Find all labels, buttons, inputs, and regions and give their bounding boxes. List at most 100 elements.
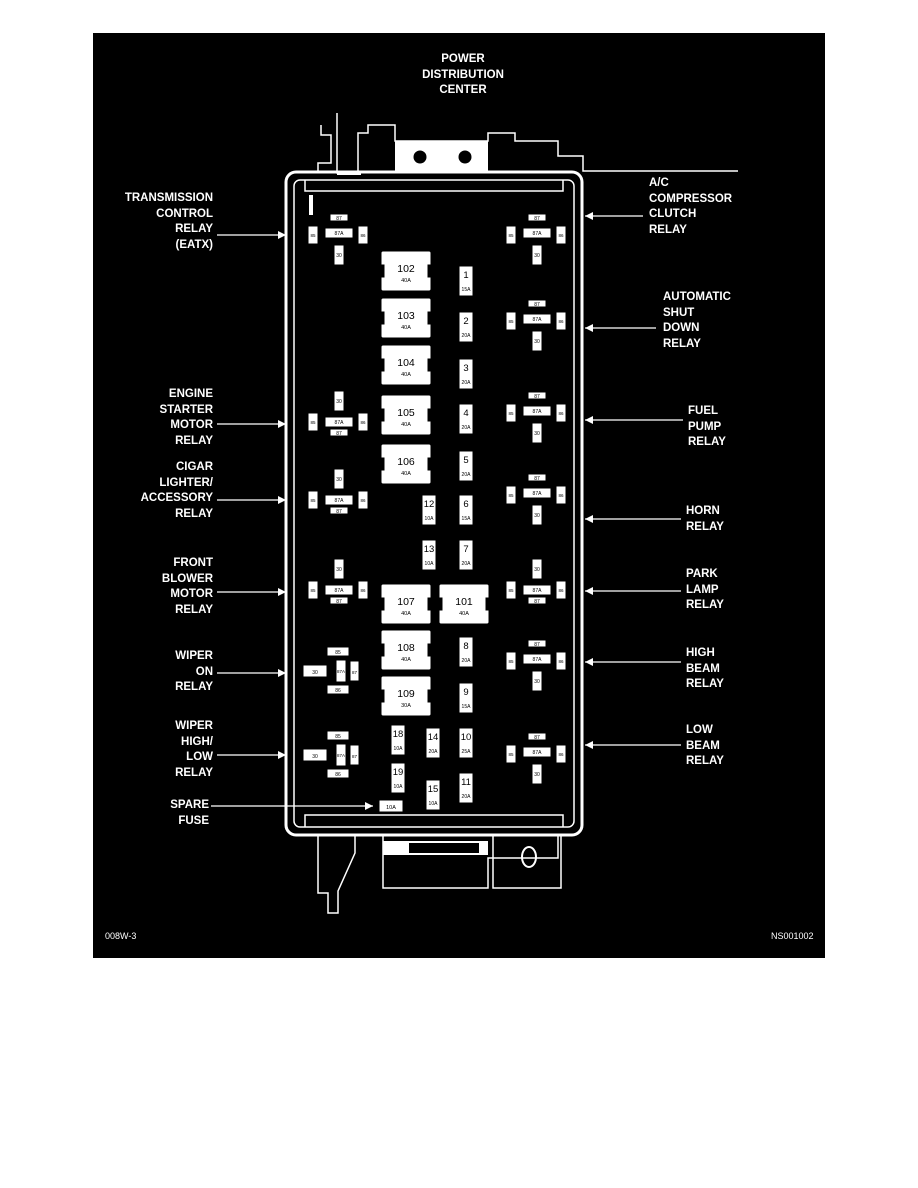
relay-high-beam-pin-86	[555, 651, 567, 671]
housing-inner	[293, 179, 575, 828]
maxi-fuses: 10240A10340A10440A10540A10640A10740A1014…	[380, 250, 490, 717]
relay-wiper-high-low-pin-30	[302, 748, 328, 762]
mini-fuse-3-number: 3	[463, 363, 468, 374]
relay-transmission-control-pin-85-label: 85	[310, 233, 316, 238]
relay-high-beam-pin-87-label: 87	[534, 642, 540, 648]
relay-park-lamp-pin-87a-label: 87A	[533, 588, 543, 594]
label-wiper-on-relay: WIPER ON RELAY	[175, 650, 213, 693]
housing-top-rim	[304, 180, 564, 192]
relay-park-lamp-pin-30-label: 30	[534, 567, 540, 573]
relay-cigar-lighter-pin-85-label: 85	[310, 498, 316, 503]
bottom-plug	[492, 835, 562, 889]
relay-fuel-pump-pin-87	[527, 391, 547, 400]
relay-wiper-high-low-pin-86-label: 86	[335, 772, 341, 778]
relay-fuel-pump-pin-87a	[522, 405, 552, 417]
figure-code-left: 008W-3	[105, 931, 137, 941]
maxi-fuse-109-body	[380, 675, 432, 717]
relay-low-beam-pin-86	[555, 744, 567, 764]
relay-low-beam-pin-87-label: 87	[534, 735, 540, 741]
mini-fuse-2-rating: 20A	[462, 333, 472, 339]
mini-fuse-14-body	[425, 727, 441, 759]
relay-ac-compressor-clutch-pin-87	[527, 213, 547, 222]
mini-fuse-7-body	[458, 539, 474, 571]
arrow-high-beam-head	[585, 658, 593, 666]
relay-front-blower-motor-pin-85	[307, 580, 319, 600]
mini-fuse-1-rating: 15A	[462, 287, 472, 293]
mini-fuse-18-number: 18	[393, 729, 404, 740]
relay-front-blower-motor-pin-85-label: 85	[310, 588, 316, 593]
maxi-fuse-107-number: 107	[397, 596, 415, 608]
relay-automatic-shut-down-pin-87a-label: 87A	[533, 317, 543, 323]
mini-fuse-9-rating: 15A	[462, 704, 472, 710]
relay-park-lamp-pin-86	[555, 580, 567, 600]
relay-high-beam-pin-87a-label: 87A	[533, 657, 543, 663]
relay-cigar-lighter-pin-87	[329, 506, 349, 515]
relay-horn-pin-85	[505, 485, 517, 505]
arrow-cigar-head	[278, 496, 286, 504]
relay-wiper-on-pin-87-label: 87	[352, 670, 358, 675]
bottom-plug-hole	[521, 846, 537, 868]
mini-fuse-3: 3 20A	[458, 358, 474, 390]
maxi-fuse-105-rating: 40A	[401, 422, 411, 428]
relay-high-beam-pin-30-label: 30	[534, 679, 540, 685]
relay-ac-compressor-clutch-pin-87a-label: 87A	[533, 231, 543, 237]
relay-wiper-high-low-pin-86	[326, 768, 350, 779]
maxi-fuse-108-number: 108	[397, 642, 415, 654]
relay-engine-starter-motor-pin-87a-label: 87A	[335, 420, 345, 426]
maxi-fuse-109-number: 109	[397, 688, 415, 700]
maxi-fuse-103-body	[380, 297, 432, 339]
relay-horn-pin-86-label: 86	[558, 493, 564, 498]
relay-park-lamp-pin-87a	[522, 584, 552, 596]
mini-fuse-18-rating: 10A	[394, 746, 404, 752]
label-cigar-lighter-relay: CIGAR LIGHTER/ ACCESSORY RELAY	[140, 461, 213, 520]
mini-fuse-1-number: 1	[463, 270, 468, 281]
mini-fuse-3-body	[458, 358, 474, 390]
maxi-fuse-107-rating: 40A	[401, 611, 411, 617]
relay-transmission-control-pin-87-label: 87	[336, 216, 342, 222]
mini-fuse-14-rating: 20A	[429, 749, 439, 755]
relay-high-beam-pin-85	[505, 651, 517, 671]
relay-wiper-high-low-pin-85	[326, 730, 350, 741]
maxi-fuse-103-rating: 40A	[401, 325, 411, 331]
mini-fuse-8-body	[458, 636, 474, 668]
maxi-fuse-106-number: 106	[397, 456, 415, 468]
relay-engine-starter-motor-pin-85-label: 85	[310, 420, 316, 425]
relay-transmission-control-pin-30-label: 30	[336, 253, 342, 259]
relay-high-beam-pin-85-label: 85	[508, 659, 514, 664]
label-fuel-pump-relay: FUEL PUMP RELAY	[688, 405, 726, 448]
housing-outer	[284, 170, 584, 837]
mount-hole-left	[413, 150, 427, 164]
maxi-fuse-101-rating: 40A	[459, 611, 469, 617]
relay-ac-compressor-clutch-pin-30-label: 30	[534, 253, 540, 259]
mini-fuse-15-number: 15	[428, 784, 439, 795]
maxi-fuse-108-rating: 40A	[401, 657, 411, 663]
relay-cigar-lighter-pin-86-label: 86	[360, 498, 366, 503]
relay-fuel-pump-pin-87-label: 87	[534, 394, 540, 400]
maxi-fuse-107-body	[380, 583, 432, 625]
relay-cigar-lighter-pin-30	[333, 468, 345, 490]
relay-wiper-on-pin-86-label: 86	[335, 688, 341, 694]
relay-low-beam-pin-30-label: 30	[534, 772, 540, 778]
maxi-fuse-107: 107 40A	[380, 583, 432, 625]
relay-automatic-shut-down-pin-87-label: 87	[534, 302, 540, 308]
relay-fuel-pump-pin-86-label: 86	[558, 411, 564, 416]
mini-fuse-13-body	[421, 539, 437, 571]
relay-horn-pin-30	[531, 504, 543, 526]
relay-park-lamp-pin-87	[527, 596, 547, 605]
relay-high-beam-pin-87	[527, 639, 547, 648]
relay-automatic-shut-down-pin-30-label: 30	[534, 339, 540, 345]
relay-engine-starter-motor-pin-87a	[324, 416, 354, 428]
mini-fuse-3-rating: 20A	[462, 380, 472, 386]
mini-fuse-15-body	[425, 779, 441, 811]
mini-fuse-8-rating: 20A	[462, 658, 472, 664]
